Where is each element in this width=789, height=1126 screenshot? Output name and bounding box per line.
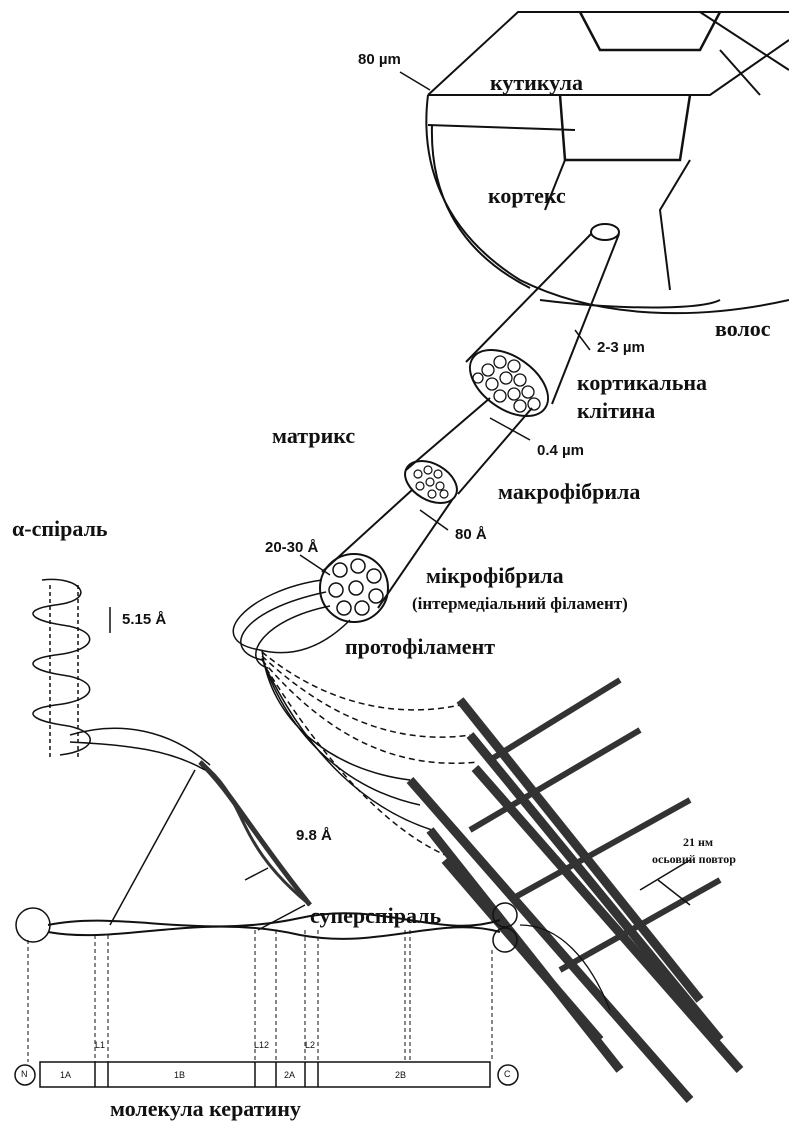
keratin-domain-bar: [15, 1062, 518, 1087]
axial-repeat-value: 21 нм: [683, 836, 713, 848]
protofilament-diameter-label: 20-30 Å: [265, 540, 318, 555]
c-terminus-label: C: [504, 1069, 511, 1079]
hair-label: волос: [715, 318, 771, 340]
hair-shaft: [426, 12, 789, 313]
cuticle-label: кутикула: [490, 72, 583, 94]
domain-1b-label: 1B: [174, 1070, 185, 1080]
matrix-label: матрикс: [272, 425, 355, 447]
macrofibril-label: макрофібрила: [498, 481, 640, 503]
linker-l2-label: L2: [305, 1040, 315, 1050]
cortical-cell-label-line2: клітина: [577, 400, 655, 422]
filament-bundle: [410, 680, 740, 1100]
axial-repeat-label: осьовий повтор: [652, 853, 736, 865]
hair-diameter-label: 80 µm: [358, 52, 401, 67]
intermediate-filament-label: (інтермедіальний філамент): [412, 595, 628, 612]
linker-l12-label: L12: [254, 1040, 269, 1050]
domain-1a-label: 1A: [60, 1070, 71, 1080]
domain-2b-label: 2B: [395, 1070, 406, 1080]
helix-pitch-label: 5.15 Å: [122, 612, 166, 627]
keratin-molecule-label: молекула кератину: [110, 1098, 301, 1120]
coiled-coil: [70, 728, 310, 930]
n-terminus-label: N: [21, 1069, 28, 1079]
macrofibril-diameter-label: 0.4 µm: [537, 443, 584, 458]
microfibril-diameter-label: 80 Å: [455, 527, 487, 542]
protofilament-label: протофіламент: [345, 636, 495, 658]
supercoil-label: суперспіраль: [310, 905, 441, 927]
alpha-helix-coil: [33, 579, 110, 760]
domain-2a-label: 2A: [284, 1070, 295, 1080]
microfibril-label: мікрофібрила: [426, 565, 564, 587]
cortical-cell-label-line1: кортикальна: [577, 372, 707, 394]
linker-l1-label: L1: [95, 1040, 105, 1050]
coil-pitch-label: 9.8 Å: [296, 828, 332, 843]
alpha-helix-label: α-спіраль: [12, 518, 108, 540]
cortex-label: кортекс: [488, 185, 566, 207]
cell-diameter-label: 2-3 µm: [597, 340, 645, 355]
